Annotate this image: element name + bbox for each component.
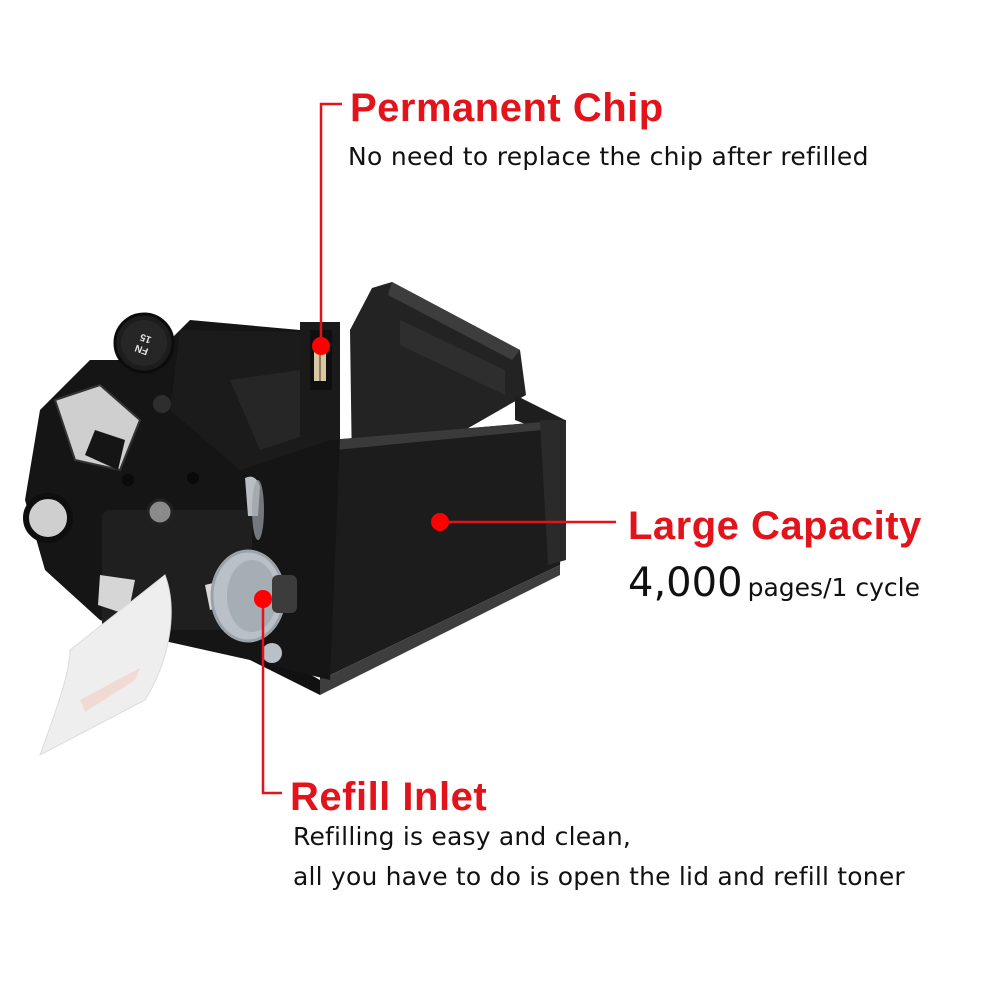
capacity-unit: pages/1 cycle — [747, 573, 920, 602]
capacity-value: 4,000 — [628, 560, 743, 606]
refill-inlet-description-line1: Refilling is easy and clean, — [293, 822, 632, 851]
refill-inlet-description-line2: all you have to do is open the lid and r… — [293, 862, 905, 891]
permanent-chip-description: No need to replace the chip after refill… — [348, 142, 869, 171]
cartridge-top-hopper — [350, 282, 566, 470]
large-capacity-title: Large Capacity — [628, 504, 922, 548]
cartridge-end-cap — [23, 320, 340, 680]
svg-text:15: 15 — [138, 331, 153, 345]
refill-inlet-title: Refill Inlet — [290, 775, 488, 819]
callout-refill-pointer — [254, 590, 282, 795]
capacity-spec: 4,000 pages/1 cycle — [628, 560, 920, 606]
permanent-chip-title: Permanent Chip — [350, 86, 664, 130]
refill-inlet-cap — [210, 476, 297, 663]
gear-dial: FN 15 — [113, 312, 175, 374]
pull-tape — [39, 574, 172, 757]
svg-text:FN: FN — [134, 342, 150, 357]
cartridge-main-body — [250, 420, 566, 695]
callout-chip-pointer — [312, 102, 342, 355]
callout-capacity-pointer — [431, 513, 616, 531]
